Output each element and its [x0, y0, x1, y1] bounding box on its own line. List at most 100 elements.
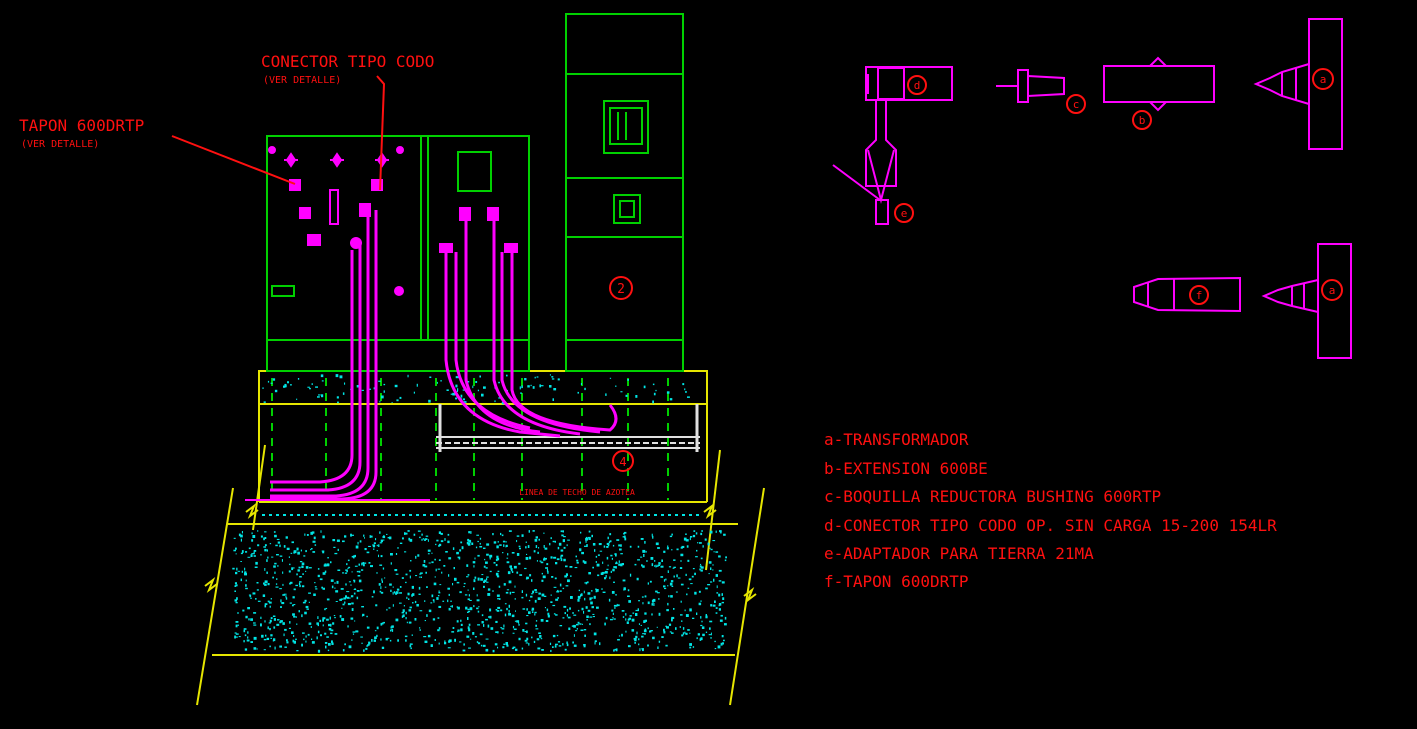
concrete-speck	[649, 630, 652, 633]
concrete-speck	[341, 618, 345, 621]
concrete-speck	[482, 621, 484, 624]
cap-callout-subtitle: (VER DETALLE)	[21, 139, 99, 150]
concrete-speck	[364, 548, 367, 551]
concrete-speck	[437, 595, 440, 597]
concrete-speck	[673, 608, 675, 610]
concrete-speck	[466, 564, 469, 567]
concrete-speck	[629, 545, 632, 548]
concrete-speck	[348, 581, 351, 583]
concrete-speck	[409, 575, 411, 579]
concrete-speck	[409, 538, 413, 542]
concrete-speck	[257, 600, 261, 602]
concrete-speck	[508, 580, 512, 584]
concrete-speck	[680, 600, 682, 603]
concrete-speck	[624, 535, 626, 539]
concrete-speck	[253, 555, 256, 557]
concrete-speck	[332, 539, 336, 542]
concrete-speck	[651, 603, 654, 606]
concrete-speck	[618, 635, 621, 637]
concrete-speck	[306, 534, 309, 536]
concrete-speck	[538, 632, 541, 634]
concrete-speck	[610, 554, 613, 557]
concrete-speck	[486, 543, 490, 546]
concrete-speck	[438, 531, 441, 534]
concrete-speck	[502, 646, 505, 649]
concrete-speck	[413, 391, 415, 394]
concrete-speck	[376, 626, 379, 630]
concrete-speck	[511, 614, 515, 618]
concrete-speck	[426, 586, 428, 588]
concrete-speck	[279, 588, 282, 590]
concrete-speck	[396, 399, 399, 402]
concrete-speck	[518, 562, 521, 565]
concrete-speck	[308, 622, 312, 625]
concrete-speck	[322, 617, 326, 620]
concrete-speck	[235, 571, 238, 575]
concrete-speck	[666, 391, 670, 394]
concrete-speck	[353, 592, 356, 595]
concrete-speck	[507, 553, 509, 556]
concrete-speck	[635, 395, 638, 398]
concrete-speck	[361, 389, 364, 391]
concrete-speck	[700, 557, 703, 560]
svg-text:b: b	[1139, 114, 1146, 127]
concrete-speck	[701, 620, 703, 623]
concrete-speck	[595, 555, 598, 558]
concrete-speck	[446, 389, 449, 391]
concrete-speck	[277, 619, 280, 621]
concrete-speck	[652, 383, 655, 386]
concrete-speck	[684, 609, 686, 612]
concrete-speck	[381, 395, 384, 399]
concrete-speck	[413, 533, 416, 536]
concrete-speck	[557, 589, 559, 592]
concrete-speck	[351, 608, 354, 611]
concrete-speck	[671, 549, 673, 551]
concrete-speck	[685, 632, 688, 635]
concrete-speck	[584, 582, 586, 584]
concrete-speck	[585, 581, 588, 585]
concrete-speck	[620, 553, 623, 555]
concrete-speck	[414, 600, 417, 604]
concrete-speck	[692, 534, 696, 538]
concrete-speck	[482, 644, 486, 647]
concrete-speck	[339, 375, 343, 379]
concrete-speck	[250, 641, 253, 643]
concrete-speck	[457, 606, 460, 610]
concrete-speck	[466, 635, 470, 638]
concrete-speck	[657, 564, 660, 566]
concrete-speck	[419, 627, 421, 629]
concrete-speck	[478, 606, 480, 608]
concrete-speck	[609, 540, 612, 543]
concrete-speck	[381, 580, 383, 583]
concrete-speck	[285, 597, 288, 600]
concrete-speck	[625, 394, 628, 397]
concrete-speck	[409, 569, 412, 572]
concrete-speck	[320, 634, 322, 637]
concrete-speck	[563, 558, 566, 562]
concrete-speck	[434, 558, 436, 561]
concrete-speck	[574, 567, 578, 569]
concrete-speck	[564, 575, 568, 578]
concrete-speck	[379, 590, 382, 593]
concrete-speck	[723, 639, 725, 642]
concrete-speck	[439, 543, 442, 547]
concrete-speck	[709, 620, 713, 623]
concrete-speck	[411, 585, 414, 589]
concrete-speck	[702, 633, 705, 637]
concrete-speck	[597, 554, 600, 556]
concrete-speck	[603, 545, 606, 548]
concrete-speck	[390, 562, 392, 565]
concrete-speck	[463, 401, 467, 403]
concrete-speck	[469, 638, 472, 640]
concrete-speck	[300, 549, 302, 552]
concrete-speck	[525, 578, 528, 580]
concrete-speck	[641, 564, 643, 567]
concrete-speck	[451, 605, 453, 608]
concrete-speck	[550, 537, 552, 540]
concrete-speck	[515, 610, 516, 612]
concrete-speck	[555, 598, 559, 601]
concrete-speck	[317, 616, 319, 619]
concrete-speck	[404, 635, 408, 638]
concrete-speck	[588, 572, 591, 575]
concrete-speck	[438, 590, 440, 593]
